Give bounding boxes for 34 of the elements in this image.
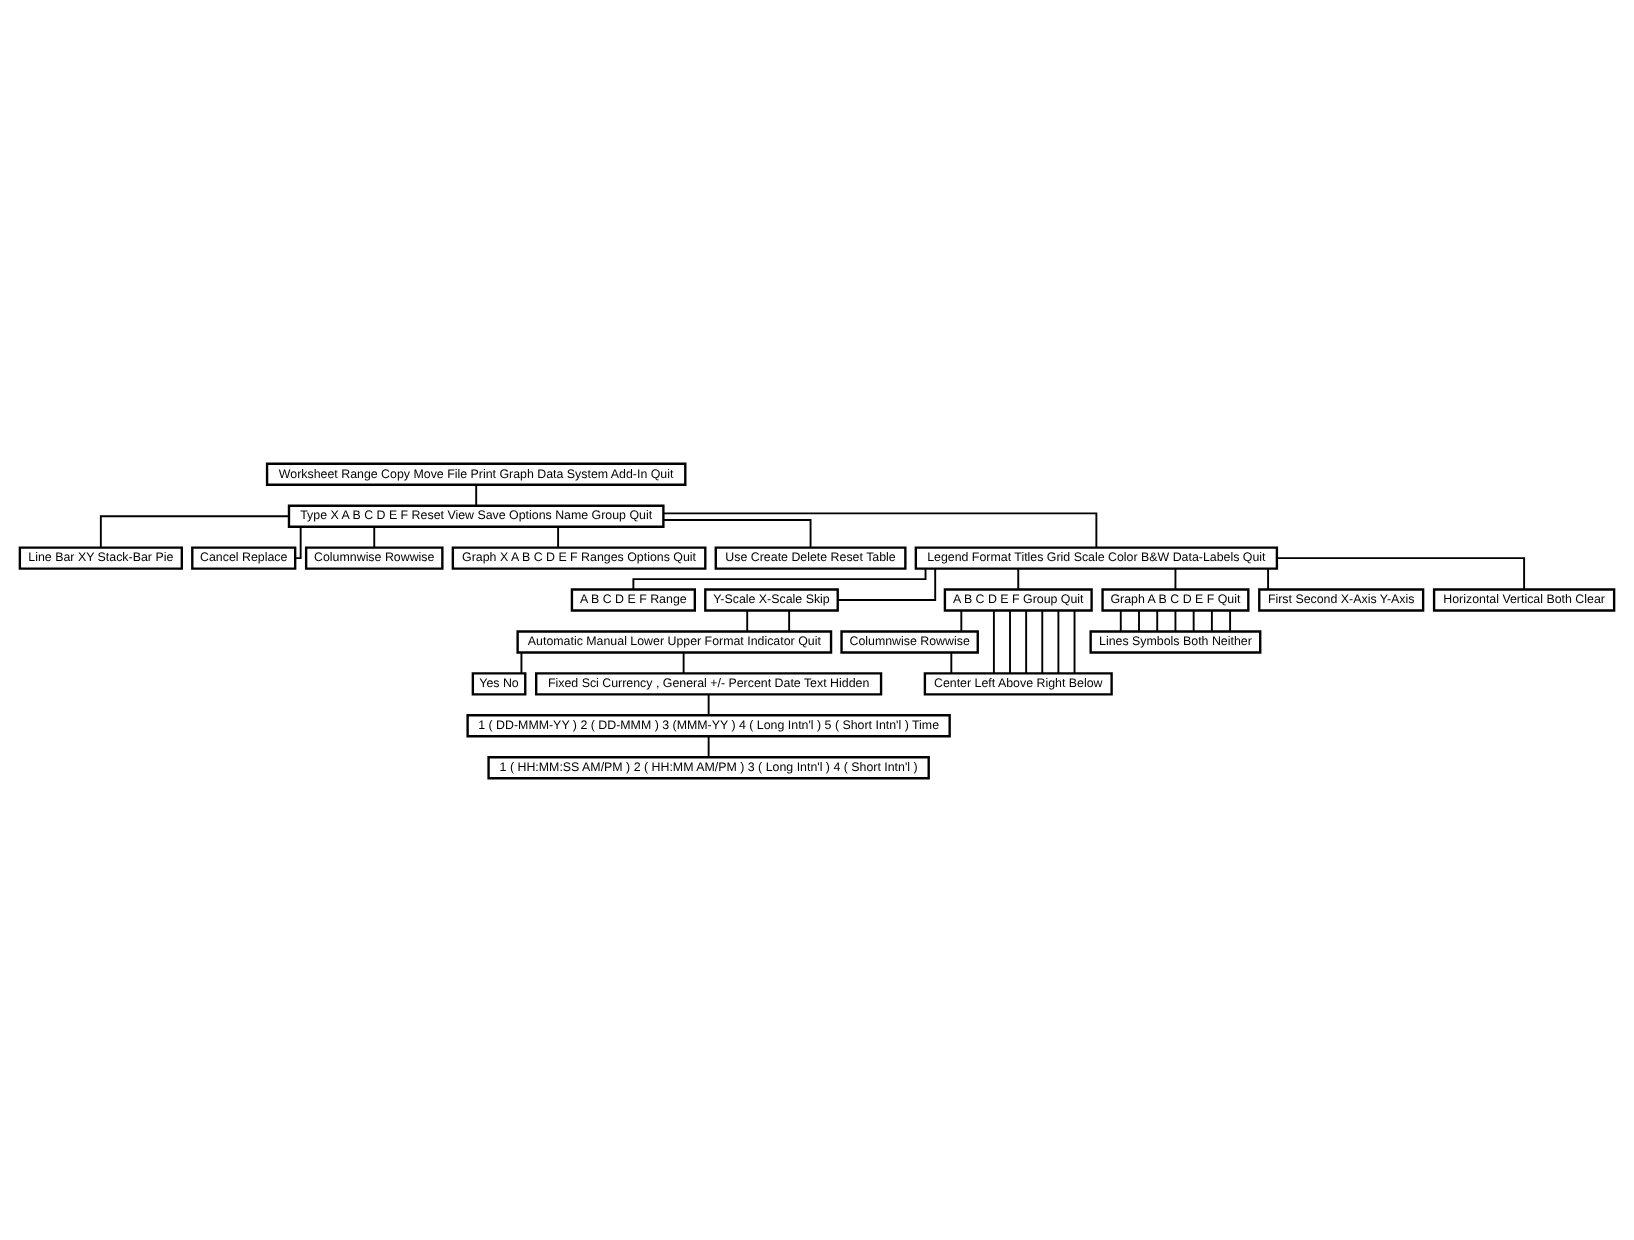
connector xyxy=(1174,608,1177,632)
connector xyxy=(99,514,290,548)
connector xyxy=(1119,608,1122,632)
connector xyxy=(662,511,1098,548)
connector xyxy=(1210,608,1213,632)
connector xyxy=(662,518,812,548)
connector xyxy=(1192,608,1195,632)
connector xyxy=(788,608,791,632)
connector xyxy=(475,482,478,506)
connector xyxy=(1057,608,1060,674)
connector xyxy=(950,650,953,674)
connector xyxy=(1041,608,1044,674)
connector xyxy=(557,524,560,548)
connector xyxy=(707,734,710,757)
connector xyxy=(1073,608,1076,674)
connector xyxy=(1229,608,1232,632)
connector xyxy=(1138,608,1140,632)
connector xyxy=(1174,566,1177,590)
connector xyxy=(1025,608,1028,674)
connector xyxy=(1009,608,1011,674)
connector xyxy=(992,608,995,674)
connector xyxy=(746,608,749,632)
connector xyxy=(1267,566,1270,590)
connector xyxy=(1276,556,1526,590)
connector xyxy=(837,566,937,600)
connector xyxy=(707,692,710,716)
connector xyxy=(294,524,302,559)
connector xyxy=(960,608,963,632)
connector xyxy=(1156,608,1159,632)
connector xyxy=(373,524,376,548)
connector xyxy=(632,566,927,590)
connector xyxy=(1017,566,1020,590)
connector xyxy=(682,650,685,674)
connector xyxy=(520,650,523,674)
